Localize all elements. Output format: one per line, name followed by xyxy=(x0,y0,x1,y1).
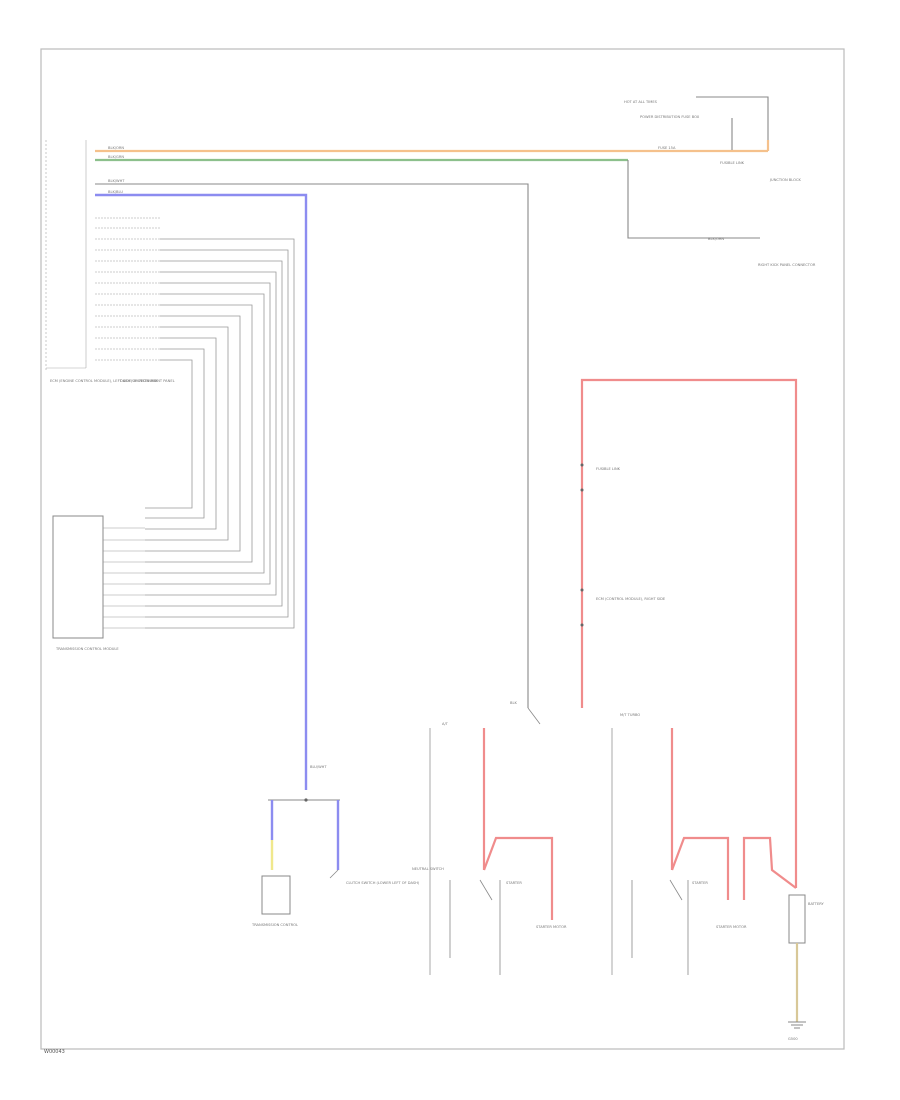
at-red-loop xyxy=(482,836,554,920)
gray-wire xyxy=(95,183,529,708)
gray-wire-lower xyxy=(527,707,541,725)
diagram-frame xyxy=(40,48,845,1050)
module-pins xyxy=(103,527,145,629)
green-wire-drop xyxy=(627,160,760,239)
ground-label: G500 xyxy=(788,1037,798,1041)
starter-motor-left-label: STARTER MOTOR xyxy=(536,925,567,929)
fuse-box-outline xyxy=(696,96,769,140)
blk-grn-tag-left: BLK/GRN xyxy=(108,155,124,159)
fusible-link-label-1: FUSIBLE LINK xyxy=(720,161,745,165)
connector-pins xyxy=(95,217,160,361)
battery-label: BATTERY xyxy=(808,902,825,906)
right-kick-panel-label: RIGHT KICK PANEL CONNECTOR xyxy=(758,263,816,267)
transmission-control-module xyxy=(52,515,104,639)
blk-orn-tag-right: BLK/ORN xyxy=(708,237,724,241)
junction-connector-label: DASH JUNCTION BOX xyxy=(120,379,158,383)
starter-motor-right-label: STARTER MOTOR xyxy=(716,925,747,929)
power-distribution-label: POWER DISTRIBUTION FUSE BOX xyxy=(640,115,700,119)
mt-red-loop xyxy=(670,836,730,900)
red-power-wire xyxy=(580,378,798,888)
module-box-label: TRANSMISSION CONTROL MODULE xyxy=(55,647,119,651)
blk-blu-tag-left: BLK/BLU xyxy=(108,190,123,194)
junction-block-label: JUNCTION BLOCK xyxy=(769,178,801,182)
starter-relay-right-label: STARTER xyxy=(692,881,708,885)
blk-wht-tag-left: BLK/WHT xyxy=(108,179,125,183)
battery xyxy=(788,894,806,944)
clutch-switch-label: CLUTCH SWITCH (LOWER LEFT OF DASH) xyxy=(346,881,420,885)
fuse-rating-label: FUSE 15A xyxy=(658,146,676,150)
mt-red-loop-2 xyxy=(742,836,797,900)
ecm-right-label: ECM (CONTROL MODULE), RIGHT SIDE xyxy=(596,597,666,601)
blk-orn-tag-left: BLK/ORN xyxy=(108,146,124,150)
blue-wire xyxy=(95,193,308,790)
at-label: A/T xyxy=(442,722,449,726)
harness-wires xyxy=(145,238,295,629)
fusible-link-label-2: FUSIBLE LINK xyxy=(596,467,621,471)
blk-tag: BLK xyxy=(510,701,517,705)
neutral-switch-label: NEUTRAL SWITCH xyxy=(412,867,444,871)
mt-label: M/T TURBO xyxy=(620,713,640,717)
transmission-control-box xyxy=(261,875,291,915)
blu-wht-tag: BLU/WHT xyxy=(310,765,327,769)
ecm-label: ECM (ENGINE CONTROL MODULE), LEFT SIDE O… xyxy=(50,379,175,383)
hot-at-all-times-label: HOT AT ALL TIMES xyxy=(624,100,658,104)
transmission-control-label: TRANSMISSION CONTROL xyxy=(251,923,298,927)
starter-relay-left-label: STARTER xyxy=(506,881,522,885)
footer-code: W00043 xyxy=(44,1049,65,1055)
